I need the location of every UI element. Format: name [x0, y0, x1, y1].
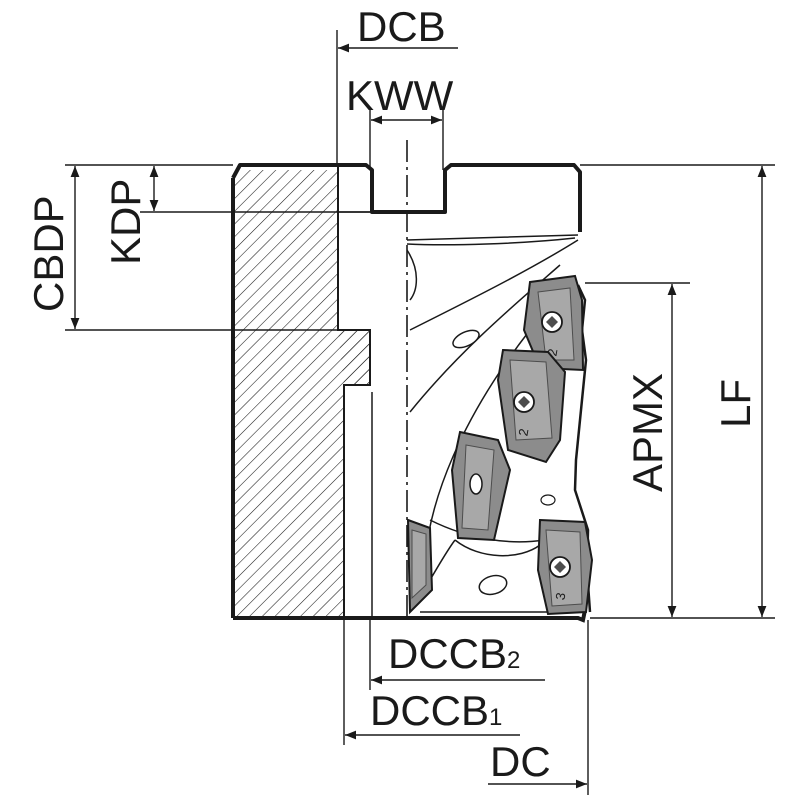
dim-label-lf: LF [712, 379, 759, 428]
dimension-lines [70, 43, 767, 789]
dim-label-dccb2: DCCB2 [388, 630, 520, 677]
dim-label-cbdp: CBDP [25, 195, 72, 312]
insert-bottom-left [406, 518, 434, 615]
bore-outline [337, 165, 371, 618]
insert-top: 2 [522, 274, 585, 372]
hatched-bore-step [338, 330, 370, 385]
insert-lower-left [450, 430, 512, 542]
flute-curve-upper [406, 249, 418, 301]
dim-label-kdp: KDP [102, 179, 149, 265]
dccb2-sub: 2 [507, 647, 520, 674]
insert-bottom-right: 3 [536, 518, 594, 616]
insert-mark-bottom: 3 [552, 591, 568, 601]
coolant-hole-small [540, 494, 556, 506]
dim-label-apmx: APMX [624, 373, 671, 492]
dim-label-dcb: DCB [357, 3, 446, 50]
dim-label-dccb1: DCCB1 [370, 687, 502, 734]
insert-mark-top: 2 [544, 348, 560, 358]
hatched-section [233, 170, 370, 618]
insert-middle: 2 [496, 348, 567, 464]
insert-mark-middle: 2 [515, 427, 531, 437]
dccb1-sub: 1 [489, 704, 502, 731]
extension-lines [65, 30, 775, 795]
flute-lines [406, 234, 579, 613]
coolant-hole-lower [478, 574, 508, 596]
coolant-hole-upper [452, 329, 480, 349]
dim-label-kww: KWW [346, 72, 454, 119]
dccb2-base: DCCB [388, 630, 507, 677]
body-outline [231, 163, 582, 232]
dim-label-dc: DC [490, 738, 551, 785]
dccb1-base: DCCB [370, 687, 489, 734]
body-bottom-edge [233, 609, 587, 623]
